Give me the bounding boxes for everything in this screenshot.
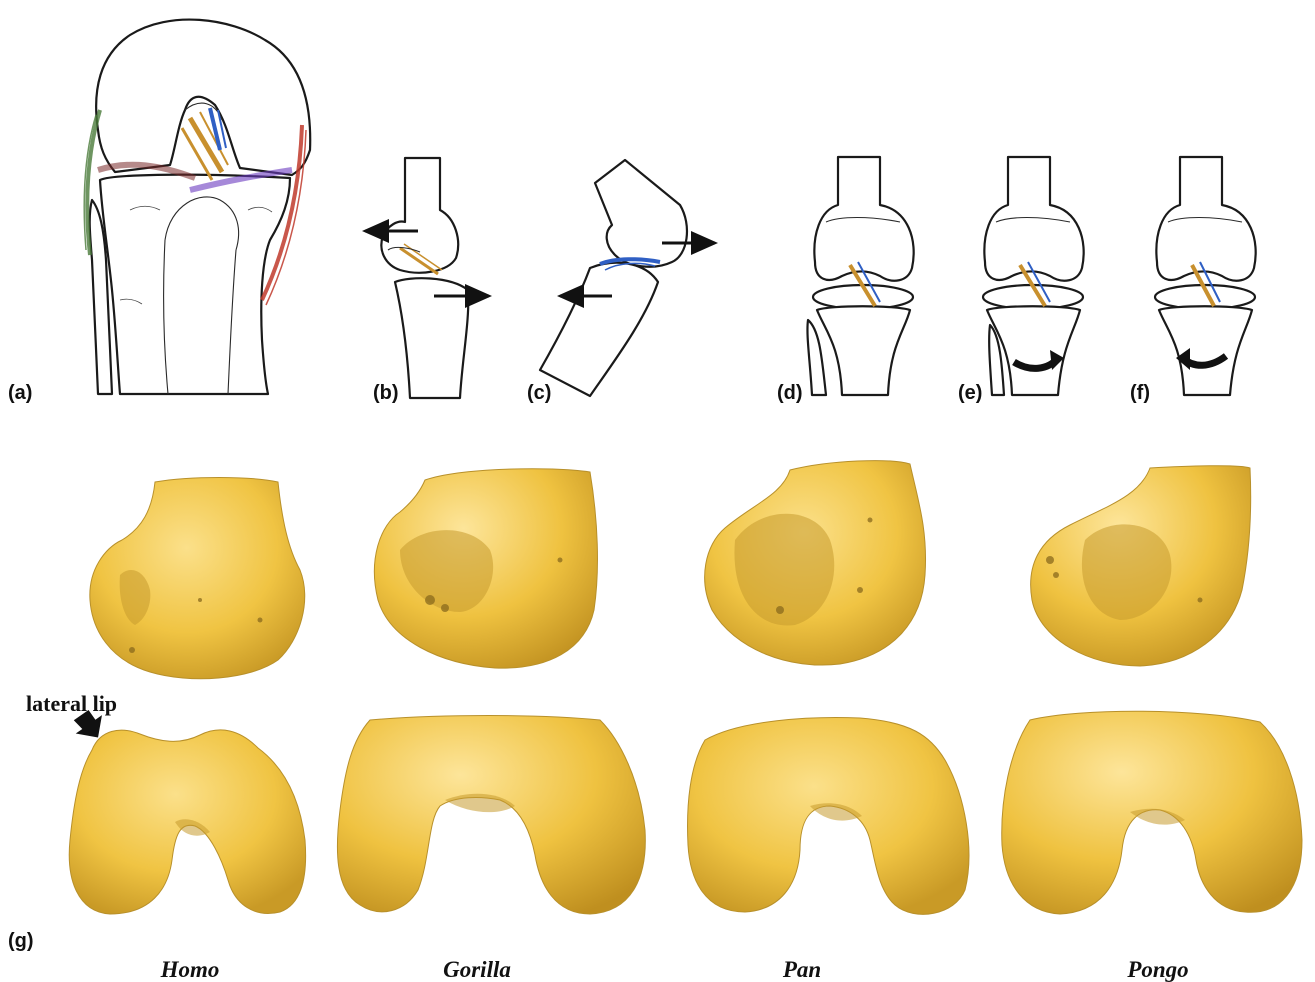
- taxon-label-gorilla: Gorilla: [443, 957, 511, 982]
- panel-label-g: (g): [8, 930, 34, 952]
- panel-label-e: (e): [958, 382, 982, 404]
- panel-f-knee-frontal: [1155, 157, 1256, 395]
- homo-femur-distal-view: [69, 730, 305, 914]
- panel-d-knee-frontal: [807, 157, 913, 395]
- panel-c-knee-flexed: [540, 160, 687, 396]
- panel-a-knee-drawing: [84, 20, 310, 394]
- taxon-label-pongo: Pongo: [1126, 957, 1188, 982]
- taxon-label-pan: Pan: [782, 957, 821, 982]
- panel-e-knee-frontal: [983, 157, 1084, 395]
- panel-label-f: (f): [1130, 382, 1150, 404]
- lateral-lip-label: lateral lip: [26, 691, 117, 716]
- panel-label-c: (c): [527, 382, 551, 404]
- pan-femur-distal-view: [688, 718, 969, 915]
- pongo-femur-lateral-view: [1031, 466, 1251, 666]
- taxon-label-homo: Homo: [160, 957, 220, 982]
- panel-b-knee-lateral: [381, 158, 468, 398]
- gorilla-femur-distal-view: [337, 716, 645, 915]
- pongo-femur-distal-view: [1002, 711, 1302, 914]
- panel-label-b: (b): [373, 382, 399, 404]
- pan-femur-lateral-view: [705, 461, 926, 665]
- homo-femur-lateral-view: [90, 478, 305, 679]
- panel-label-a: (a): [8, 382, 32, 404]
- gorilla-femur-lateral-view: [374, 469, 597, 668]
- panel-label-d: (d): [777, 382, 803, 404]
